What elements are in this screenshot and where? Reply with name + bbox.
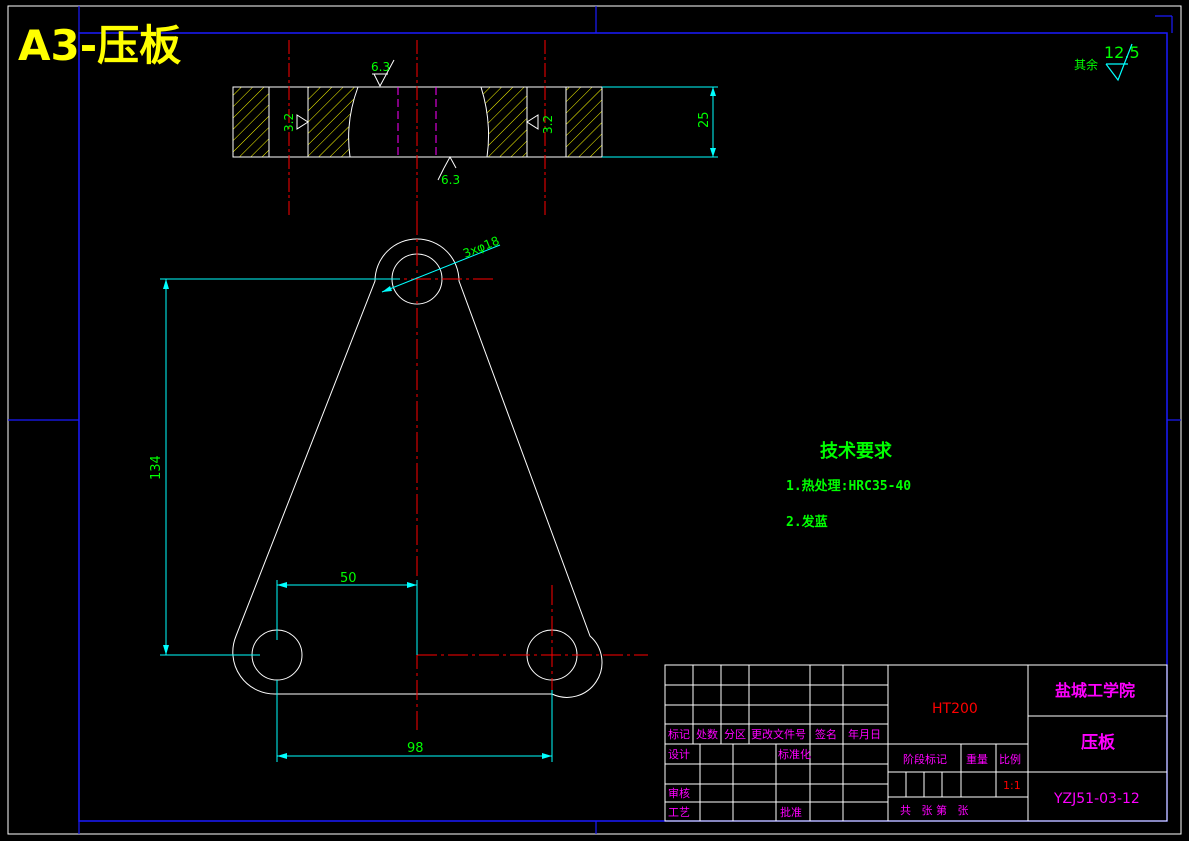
dim-holes: 3xφ18 — [461, 234, 501, 261]
drawing-number: YZJ51-03-12 — [1053, 791, 1140, 807]
label-date: 年月日 — [848, 727, 881, 741]
label-sign: 签名 — [815, 727, 837, 741]
title-block — [664, 664, 1168, 822]
roughness-top: 6.3 — [371, 60, 390, 74]
roughness-left: 3.2 — [282, 113, 296, 132]
roughness-right: 3.2 — [541, 115, 555, 134]
label-review: 审核 — [668, 786, 690, 800]
hatch-left-inner — [307, 86, 359, 158]
roughness-other-value: 12.5 — [1104, 43, 1140, 62]
material: HT200 — [932, 701, 978, 717]
part-name: 压板 — [1081, 732, 1116, 753]
roughness-bottom: 6.3 — [441, 173, 460, 187]
requirement-item: 2.发蓝 — [786, 514, 828, 530]
label-ratio: 比例 — [999, 752, 1021, 766]
dim-offset: 50 — [340, 571, 357, 586]
requirement-item: 1.热处理:HRC35-40 — [786, 478, 911, 494]
label-approve: 批准 — [780, 805, 802, 819]
plan-view: 3xφ18 134 50 98 — [149, 215, 648, 762]
hatch-right-inner — [480, 86, 528, 158]
label-process: 工艺 — [668, 806, 690, 819]
technical-requirements: 技术要求 1.热处理:HRC35-40 2.发蓝 — [786, 440, 911, 530]
title-block-text: 标记 处数 分区 更改文件号 签名 年月日 设计 标准化 审核 工艺 批准 阶段… — [668, 681, 1140, 819]
dim-height: 134 — [149, 455, 164, 480]
label-standardize: 标准化 — [778, 747, 811, 761]
hatch-left-outer — [232, 86, 270, 158]
label-mark: 标记 — [668, 727, 690, 741]
section-view: 25 6.3 6.3 3.2 3.2 — [232, 40, 718, 215]
hatch-right-outer — [565, 86, 603, 158]
dim-spacing: 98 — [407, 741, 424, 756]
label-design: 设计 — [668, 748, 690, 761]
requirements-heading: 技术要求 — [820, 440, 893, 462]
label-weight: 重量 — [966, 752, 988, 766]
scale-value: 1:1 — [1003, 779, 1021, 792]
dim-thickness: 25 — [697, 111, 712, 128]
roughness-other: 其余 12.5 — [1074, 43, 1140, 82]
inner-frame — [8, 6, 1181, 834]
label-stage: 阶段标记 — [903, 752, 947, 766]
roughness-other-label: 其余 — [1074, 57, 1098, 72]
label-change-doc: 更改文件号 — [751, 727, 806, 741]
label-count: 处数 — [696, 728, 718, 741]
school-name: 盐城工学院 — [1055, 681, 1135, 700]
label-sheets: 共 张 第 张 — [900, 803, 968, 817]
label-zone: 分区 — [724, 728, 746, 741]
drawing-title: A3-压板 — [18, 21, 181, 70]
